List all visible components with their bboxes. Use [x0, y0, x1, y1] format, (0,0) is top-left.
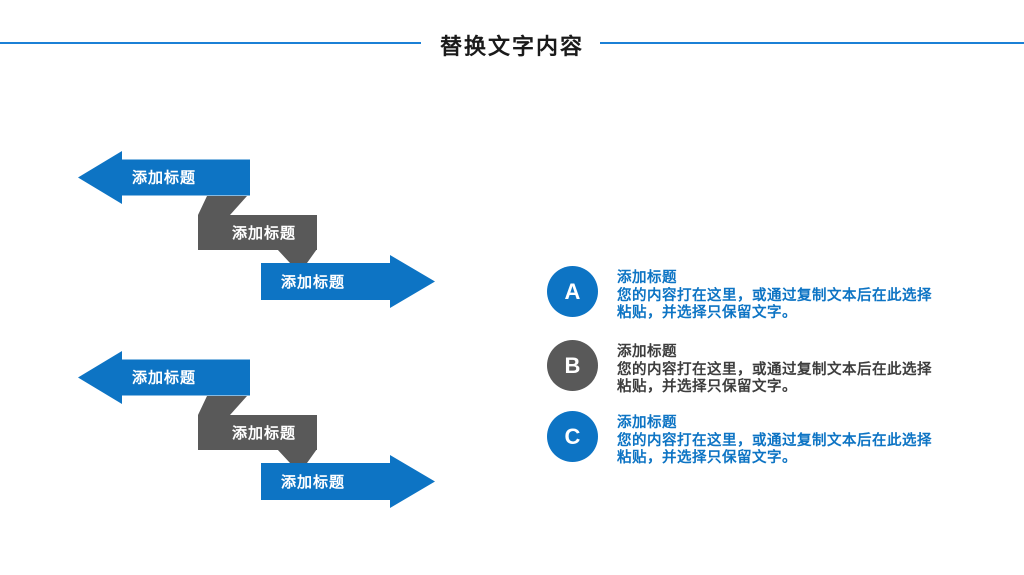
arrow-left-shape[interactable] — [78, 151, 250, 204]
legend-body-line2: 粘贴，并选择只保留文字。 — [617, 378, 797, 395]
ribbon-middle-label: 添加标题 — [232, 424, 296, 442]
legend-text-c: 添加标题 您的内容打在这里，或通过复制文本后在此选择 粘贴，并选择只保留文字。 — [617, 414, 952, 466]
legend-title: 添加标题 — [617, 344, 677, 360]
arrow-right-label: 添加标题 — [281, 473, 345, 491]
ribbon-middle-label: 添加标题 — [232, 224, 296, 242]
legend-body-line1: 您的内容打在这里，或通过复制文本后在此选择 — [617, 288, 932, 304]
ribbon-middle-shape[interactable] — [198, 396, 317, 463]
legend-text-b: 添加标题 您的内容打在这里，或通过复制文本后在此选择 粘贴，并选择只保留文字。 — [617, 343, 952, 395]
arrow-right-shape[interactable] — [261, 255, 435, 308]
legend-body-line2: 粘贴，并选择只保留文字。 — [617, 449, 797, 466]
arrow-right-label: 添加标题 — [281, 273, 345, 291]
legend-body-line2: 粘贴，并选择只保留文字。 — [617, 304, 797, 321]
arrow-left-label: 添加标题 — [132, 369, 196, 387]
legend-title: 添加标题 — [617, 415, 677, 431]
process-zigzag-group-2: 添加标题 添加标题 添加标题 — [78, 351, 435, 508]
arrow-right-shape[interactable] — [261, 455, 435, 508]
arrow-left-shape[interactable] — [78, 351, 250, 404]
legend-title: 添加标题 — [617, 270, 677, 286]
page-title: 替换文字内容 — [439, 34, 584, 59]
letter-badge-a[interactable]: A — [547, 266, 598, 317]
process-zigzag-group-1: 添加标题 添加标题 添加标题 — [78, 151, 435, 308]
legend-body-line1: 您的内容打在这里，或通过复制文本后在此选择 — [617, 362, 932, 378]
title-divider-left — [0, 42, 421, 44]
title-divider-right — [600, 42, 1024, 44]
letter-badge-b[interactable]: B — [547, 340, 598, 391]
legend-text-a: 添加标题 您的内容打在这里，或通过复制文本后在此选择 粘贴，并选择只保留文字。 — [617, 269, 952, 321]
ribbon-middle-shape[interactable] — [198, 196, 317, 263]
letter-badge-c[interactable]: C — [547, 411, 598, 462]
arrow-left-label: 添加标题 — [132, 169, 196, 187]
legend-body-line1: 您的内容打在这里，或通过复制文本后在此选择 — [617, 433, 932, 449]
